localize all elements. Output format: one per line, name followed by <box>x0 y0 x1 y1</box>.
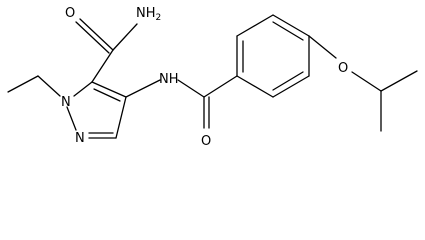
bond-n1-ethyl <box>37 75 61 97</box>
bond-aryl-ether-o <box>308 35 337 59</box>
bond-c4-c5-1 <box>91 81 127 98</box>
bond-n1-n2 <box>66 106 77 131</box>
bond-ch-ch3-b <box>380 70 418 92</box>
bond-amide-c-o-2 <box>75 21 110 54</box>
bond-c4-c5-2 <box>93 88 121 102</box>
chemical-structure: O NH2 N N NH O O <box>7 6 418 149</box>
atom-label-amide-linker-nh: NH <box>159 72 179 87</box>
atom-label-pyrazole-n1: N <box>61 95 71 110</box>
bond-ar-5-6 <box>236 14 274 37</box>
atom-label-benzamide-o: O <box>201 134 211 149</box>
bond-amide-c-n <box>112 23 138 51</box>
bond-ar-1-2 <box>236 75 274 98</box>
atom-label-pyrazole-n2: N <box>75 131 85 146</box>
atom-label-carboxamide-o: O <box>65 6 75 21</box>
bonds <box>7 14 418 139</box>
bond-c3-c4 <box>115 96 127 139</box>
bond-ar-inner-2 <box>272 71 304 91</box>
bond-ar-4-5 <box>272 14 310 37</box>
atom-label-ether-o: O <box>338 61 348 76</box>
bond-c5-n1 <box>73 81 93 97</box>
atom-labels: O NH2 N N NH O O <box>61 6 348 149</box>
bond-nh-carbonyl <box>177 79 205 98</box>
bond-ether-o-ch <box>351 71 382 92</box>
bond-ar-inner-3 <box>272 21 304 41</box>
bond-c4-nh <box>125 79 161 98</box>
bond-amide-c-o-1 <box>79 18 114 51</box>
bond-ar-2-3 <box>272 75 310 98</box>
bond-ring-c5-carboxamide <box>91 49 114 83</box>
atom-label-amide-nh2: NH2 <box>136 6 161 23</box>
bond-carbonyl-aryl <box>203 75 238 98</box>
bond-ethyl-ch3 <box>7 75 39 93</box>
